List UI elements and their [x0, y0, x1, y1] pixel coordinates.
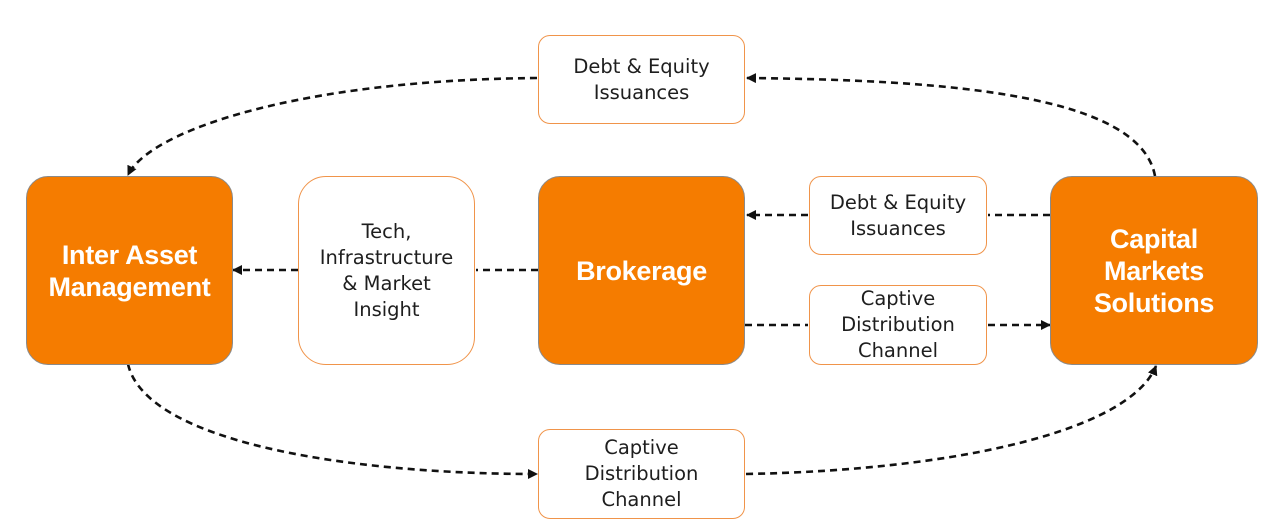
tech-infrastructure-box: Tech, Infrastructure & Market Insight: [298, 176, 475, 365]
mid-captive-distribution-box: Captive Distribution Channel: [809, 285, 987, 365]
tech-infrastructure-label: Tech, Infrastructure & Market Insight: [319, 219, 454, 321]
arrow-top-label-to-inter: [126, 76, 538, 176]
bottom-captive-distribution-label: Captive Distribution Channel: [584, 436, 699, 511]
mid-debt-equity-label: Debt & Equity Issuances: [829, 190, 967, 240]
brokerage-label: Brokerage: [576, 255, 707, 286]
brokerage-node: Brokerage: [538, 176, 745, 365]
capital-markets-solutions-label: Capital Markets Solutions: [1093, 223, 1215, 318]
arrow-inter-to-bottom-label: [126, 363, 538, 479]
inter-asset-management-node: Inter Asset Management: [26, 176, 233, 365]
mid-debt-equity-box: Debt & Equity Issuances: [809, 176, 987, 255]
top-debt-equity-label: Debt & Equity Issuances: [573, 54, 710, 104]
capital-markets-solutions-node: Capital Markets Solutions: [1050, 176, 1258, 365]
arrow-capital-to-top-label: [746, 73, 1157, 177]
bottom-captive-distribution-box: Captive Distribution Channel: [538, 429, 745, 519]
top-debt-equity-box: Debt & Equity Issuances: [538, 35, 745, 124]
inter-asset-management-label: Inter Asset Management: [48, 239, 211, 302]
mid-captive-distribution-label: Captive Distribution Channel: [841, 287, 955, 362]
arrow-bottom-label-to-capital: [745, 365, 1158, 476]
